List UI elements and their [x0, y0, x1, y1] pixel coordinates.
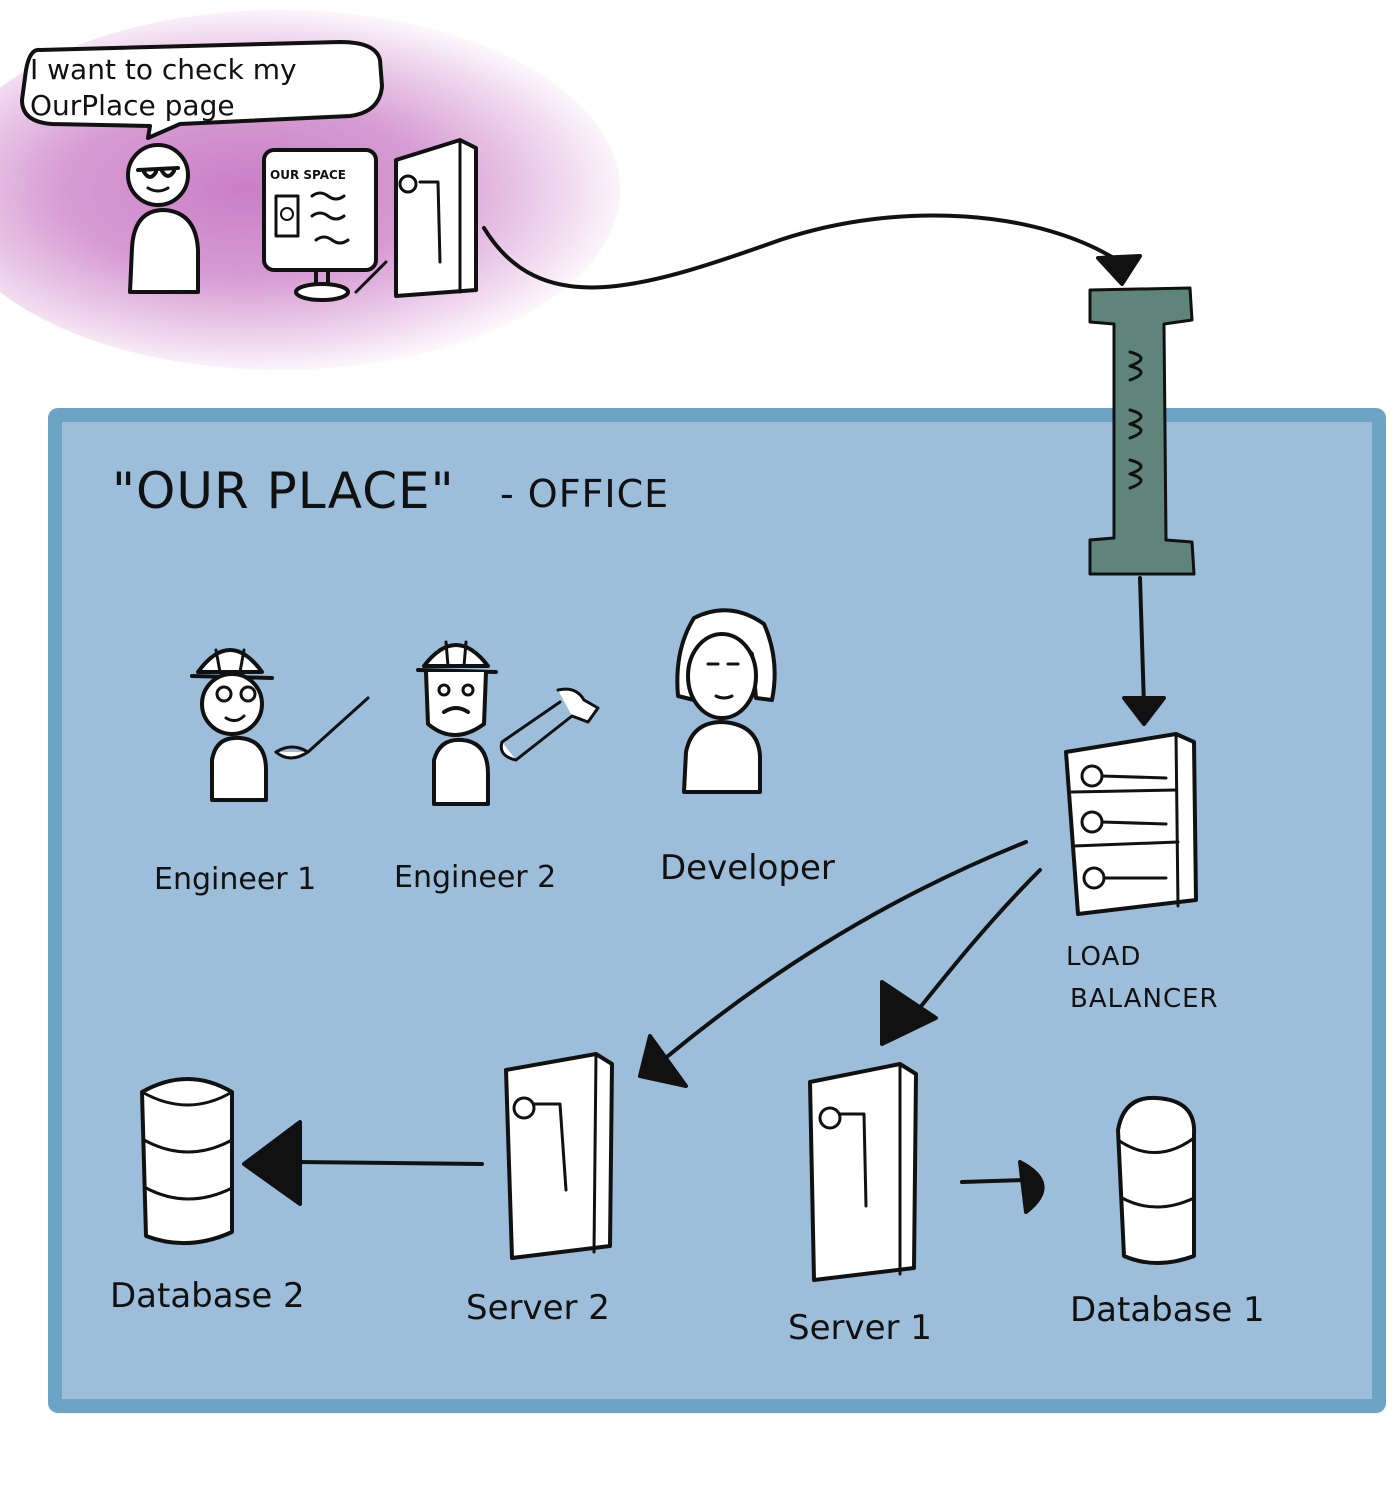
arrow-load-balancer-to-server-1: [880, 868, 1042, 1046]
arrow-user-to-firewall: [482, 213, 1142, 290]
developer-icon: [675, 608, 777, 794]
database-2-label: Database 2: [110, 1276, 305, 1316]
server-1-label: Server 1: [788, 1308, 932, 1348]
speech-bubble: [20, 40, 384, 140]
speech-bubble-text: I want to check my OurPlace page: [30, 53, 297, 122]
arrow-load-balancer-to-server-2: [638, 840, 1028, 1088]
engineer-1-label: Engineer 1: [154, 862, 317, 897]
database-1-label: Database 1: [1070, 1290, 1265, 1330]
office-title: "OUR PLACE": [112, 462, 455, 520]
user-person-icon: [126, 143, 200, 294]
arrow-firewall-to-load-balancer: [1122, 576, 1166, 726]
load-balancer-label-line2: BALANCER: [1070, 984, 1219, 1014]
engineer-1-icon: [190, 648, 370, 802]
engineer-2-icon: [416, 640, 600, 806]
arrow-server-2-to-database-2: [242, 1120, 484, 1206]
monitor-icon: [262, 148, 378, 302]
load-balancer-label-line1: LOAD: [1066, 942, 1142, 972]
monitor-screen-title: OUR SPACE: [270, 168, 346, 182]
server-2-label: Server 2: [466, 1288, 610, 1328]
developer-label: Developer: [660, 848, 835, 888]
load-balancer-icon: [1064, 732, 1198, 916]
arrow-server-1-to-database-1: [960, 1160, 1045, 1214]
server-2-icon: [504, 1052, 614, 1260]
server-1-icon: [808, 1062, 918, 1282]
office-title-suffix: - OFFICE: [500, 472, 670, 516]
user-tower-icon: [354, 138, 478, 298]
firewall-icon: [1088, 286, 1196, 576]
database-2-icon: [140, 1077, 234, 1246]
engineer-2-label: Engineer 2: [394, 860, 557, 895]
database-1-icon: [1116, 1095, 1197, 1265]
